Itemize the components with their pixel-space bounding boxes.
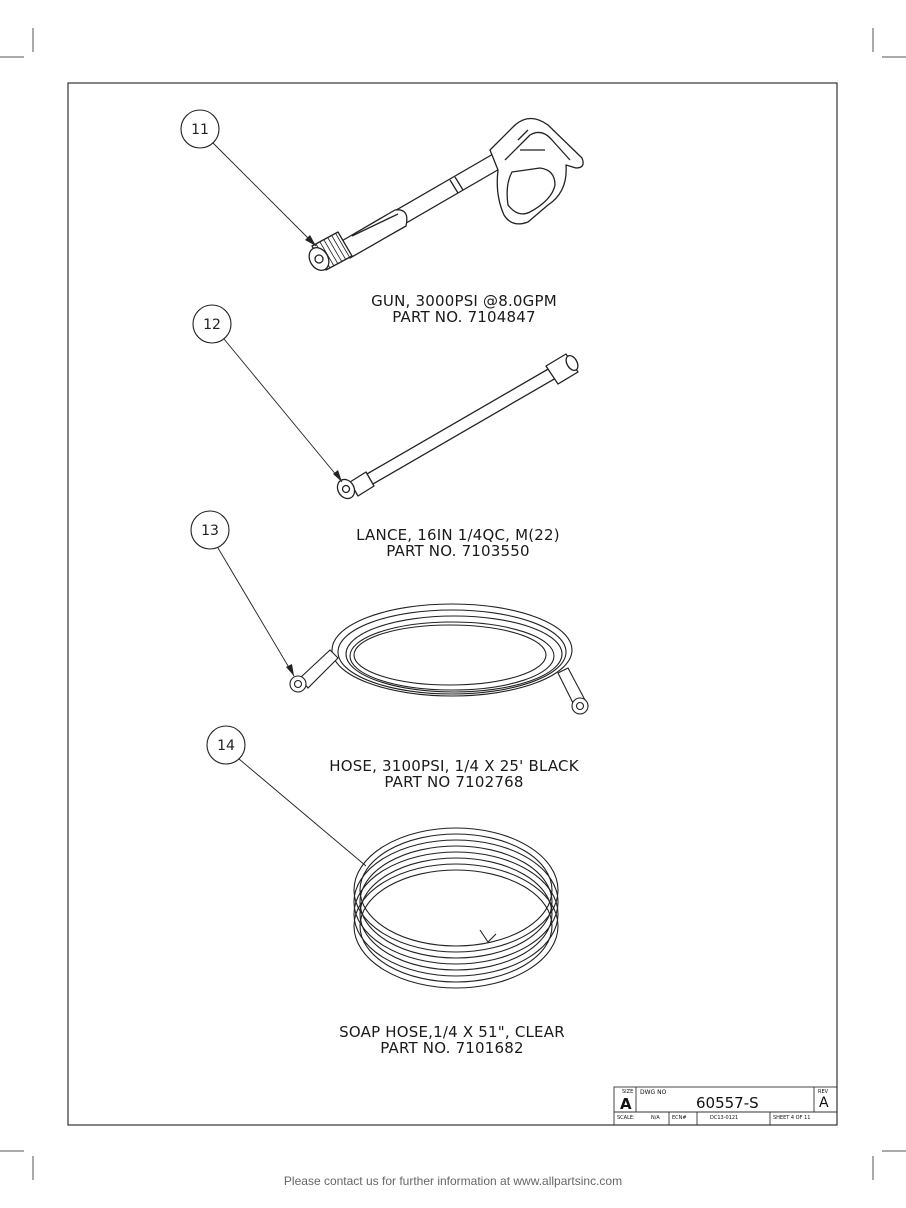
- callout-number: 12: [203, 317, 221, 333]
- sheet-number: SHEET 4 OF 11: [773, 1115, 811, 1121]
- drawing-border: [67, 82, 838, 1126]
- callout-number: 11: [191, 122, 209, 138]
- part-number: PART NO 7102768: [384, 773, 524, 791]
- footer-contact-text: Please contact us for further informatio…: [283, 1174, 623, 1188]
- part-name: GUN, 3000PSI @8.0GPM: [371, 292, 557, 310]
- part-name: SOAP HOSE,1/4 X 51", CLEAR: [339, 1023, 565, 1041]
- callout-14: 14: [206, 725, 367, 867]
- soap-hose-drawing: [353, 827, 559, 989]
- ecn-value: DC13-0121: [710, 1115, 739, 1121]
- callout-12: 12: [192, 304, 343, 483]
- part-number: PART NO. 7101682: [380, 1039, 524, 1057]
- scale-value: N/A: [651, 1115, 660, 1121]
- ecn-label: ECN#: [672, 1115, 687, 1121]
- callout-number: 14: [217, 738, 235, 754]
- crop-marks: [0, 28, 906, 1180]
- rev-value: A: [819, 1095, 829, 1111]
- hose-drawing: [289, 603, 589, 715]
- part-11-description: GUN, 3000PSI @8.0GPM PART NO. 7104847: [284, 293, 644, 325]
- part-12-description: LANCE, 16IN 1/4QC, M(22) PART NO. 710355…: [278, 527, 638, 559]
- scale-label: SCALE:: [617, 1115, 635, 1121]
- gun-drawing: [308, 117, 584, 271]
- lance-drawing: [336, 353, 579, 500]
- dwg-no-label: DWG NO: [640, 1089, 667, 1096]
- part-14-description: SOAP HOSE,1/4 X 51", CLEAR PART NO. 7101…: [272, 1024, 632, 1056]
- title-block: [613, 1086, 838, 1126]
- size-value: A: [620, 1095, 632, 1113]
- part-number: PART NO. 7103550: [386, 542, 530, 560]
- callout-11: 11: [180, 109, 317, 247]
- part-name: HOSE, 3100PSI, 1/4 X 25' BLACK: [329, 757, 579, 775]
- part-number: PART NO. 7104847: [392, 308, 536, 326]
- part-13-description: HOSE, 3100PSI, 1/4 X 25' BLACK PART NO 7…: [274, 758, 634, 790]
- part-name: LANCE, 16IN 1/4QC, M(22): [356, 526, 560, 544]
- size-label: SIZE: [622, 1089, 634, 1095]
- dwg-no-value: 60557-S: [696, 1094, 759, 1112]
- rev-label: REV: [818, 1089, 829, 1095]
- callout-13: 13: [190, 510, 295, 677]
- callout-number: 13: [201, 523, 219, 539]
